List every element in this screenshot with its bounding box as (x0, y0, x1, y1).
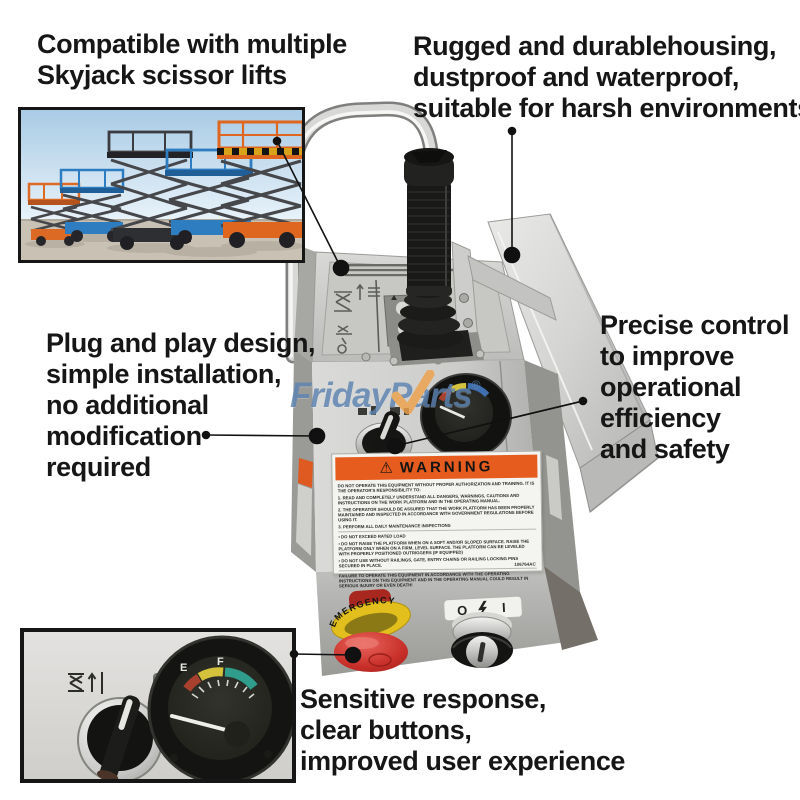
fine-print-line: FAILURE TO OPERATE THIS EQUIPMENT IN ACC… (338, 567, 538, 589)
fine-print-line: 1. READ AND COMPLETELY UNDERSTAND ALL DA… (337, 492, 520, 506)
selector-knob-closeup (77, 695, 163, 779)
gauge-full-label: F (217, 656, 224, 668)
callout-line: modification (46, 421, 202, 451)
scissor-lifts-illustration (21, 110, 302, 260)
gauge-needle (170, 714, 236, 734)
sky (21, 110, 302, 222)
callout-line: and safety (600, 434, 730, 464)
fine-print-line: • DO NOT EXCEED RATED LOAD (338, 528, 537, 540)
registered-mark: ® (471, 378, 481, 392)
gauge-empty-label: E (180, 662, 187, 674)
controls-closeup-illustration: E F (24, 632, 292, 779)
fine-print-line: • DO NOT RAISE THE PLATFORM WHEN ON A SO… (338, 538, 530, 557)
callout-line: no additional (46, 390, 209, 420)
battery-gauge-closeup: E F (147, 635, 292, 779)
warning-title: WARNING (399, 458, 494, 477)
callout-line: Compatible with multiple (37, 29, 347, 59)
scissor-lifts-photo (18, 107, 305, 263)
controls-closeup-photo: E F (20, 628, 296, 783)
key-switch: O I (443, 595, 523, 668)
callout-line: Sensitive response, (300, 684, 547, 714)
callout-plug-and-play: Plug and play design, simple installatio… (46, 328, 316, 483)
grip-texture (408, 191, 450, 281)
fine-print-line: 2. THE OPERATOR SHOULD BE ASSURED THAT T… (337, 504, 535, 523)
callout-line: Plug and play design, (46, 328, 316, 358)
callout-line: Skyjack scissor lifts (37, 60, 287, 90)
fine-print-line: DO NOT OPERATE THIS EQUIPMENT WITHOUT PR… (337, 480, 535, 494)
callout-line: required (46, 452, 151, 482)
warning-label: ⚠ WARNING DO NOT OPERATE THIS EQUIPMENT … (331, 450, 543, 589)
callout-compatibility: Compatible with multiple Skyjack scissor… (37, 29, 347, 91)
key-position-on: I (502, 600, 506, 615)
callout-line: Rugged and durablehousing, (413, 31, 777, 61)
brand-watermark: FridayParts® (290, 370, 481, 416)
gauge-ticks (191, 679, 255, 699)
callout-line: to improve (600, 341, 735, 371)
callout-line: Precise control (600, 310, 790, 340)
callout-sensitive-response: Sensitive response, clear buttons, impro… (300, 684, 625, 777)
callout-line: operational (600, 372, 742, 402)
warning-banner: ⚠ WARNING (335, 454, 538, 481)
callout-line: improved user experience (300, 746, 626, 776)
callout-housing: Rugged and durablehousing, dustproof and… (413, 31, 800, 124)
callout-line: simple installation, (46, 359, 282, 389)
warning-fine-print: DO NOT OPERATE THIS EQUIPMENT WITHOUT PR… (333, 479, 542, 589)
joystick (388, 148, 485, 366)
callout-line: suitable for harsh environments (413, 93, 800, 123)
lift-diagram-icons (334, 264, 457, 354)
callout-line: dustproof and waterproof, (413, 62, 739, 92)
brand-swoosh-icon (391, 370, 435, 415)
callout-line: clear buttons, (300, 715, 472, 745)
label-part-code: 106764AC (514, 561, 536, 567)
callout-precise-control: Precise control to improve operational e… (600, 310, 789, 465)
callout-line: efficiency (600, 403, 721, 433)
key-position-off: O (457, 603, 468, 619)
warning-triangle-icon: ⚠ (379, 459, 393, 477)
lightning-icon (478, 600, 487, 618)
fine-print-line: • DO NOT USE WITHOUT RAILINGS, GATE, ENT… (338, 555, 519, 569)
